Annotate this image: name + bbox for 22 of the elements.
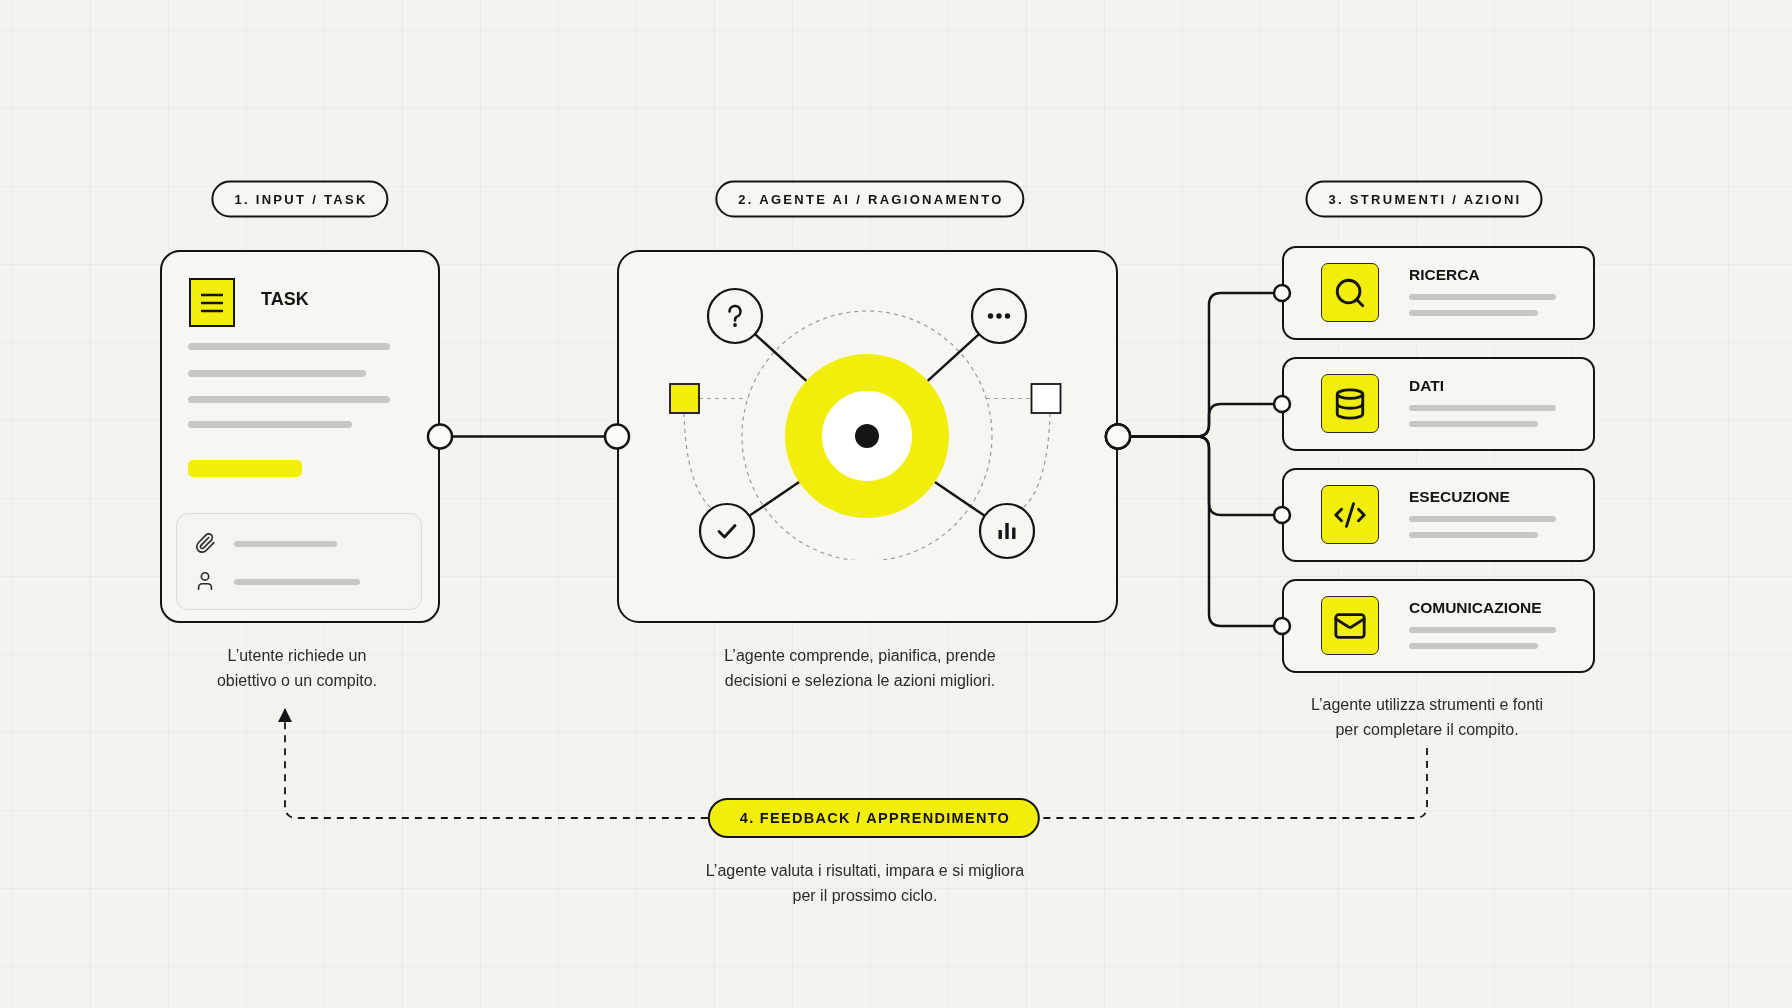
- tool-title: RICERCA: [1409, 266, 1480, 285]
- tool-card: [1282, 246, 1595, 340]
- tool-title: DATI: [1409, 377, 1444, 396]
- agent-panel: [617, 250, 1118, 623]
- task-card: [160, 250, 440, 623]
- caption-text: L’agente utilizza strumenti e fonti per completare il compito.: [1301, 692, 1553, 748]
- step-label: 2. AGENTE AI / RAGIONAMENTO: [715, 180, 1025, 218]
- caption-text: L’utente richiede un obiettivo o un compito.: [198, 643, 396, 709]
- connector-line: [1104, 423, 1292, 636]
- step-label: 3. STRUMENTI / AZIONI: [1305, 180, 1543, 218]
- tool-title: ESECUZIONE: [1409, 488, 1510, 507]
- caption-text: L’agente valuta i risultati, impara e si migliora per il prossimo ciclo.: [704, 861, 1026, 906]
- tool-card: [1282, 357, 1595, 451]
- dashed-arrow: [278, 708, 709, 819]
- tool-card: [1282, 579, 1595, 673]
- tool-card: [1282, 468, 1595, 562]
- caption-text: L’agente comprende, pianifica, prende decisioni e seleziona le azioni migliori.: [723, 646, 997, 691]
- feedback-label: 4. FEEDBACK / APPRENDIMENTO: [707, 798, 1041, 838]
- connector-line: [426, 423, 631, 450]
- step-label: 1. INPUT / TASK: [211, 180, 389, 218]
- card-title: TASK: [261, 289, 309, 311]
- tool-title: COMUNICAZIONE: [1409, 599, 1542, 618]
